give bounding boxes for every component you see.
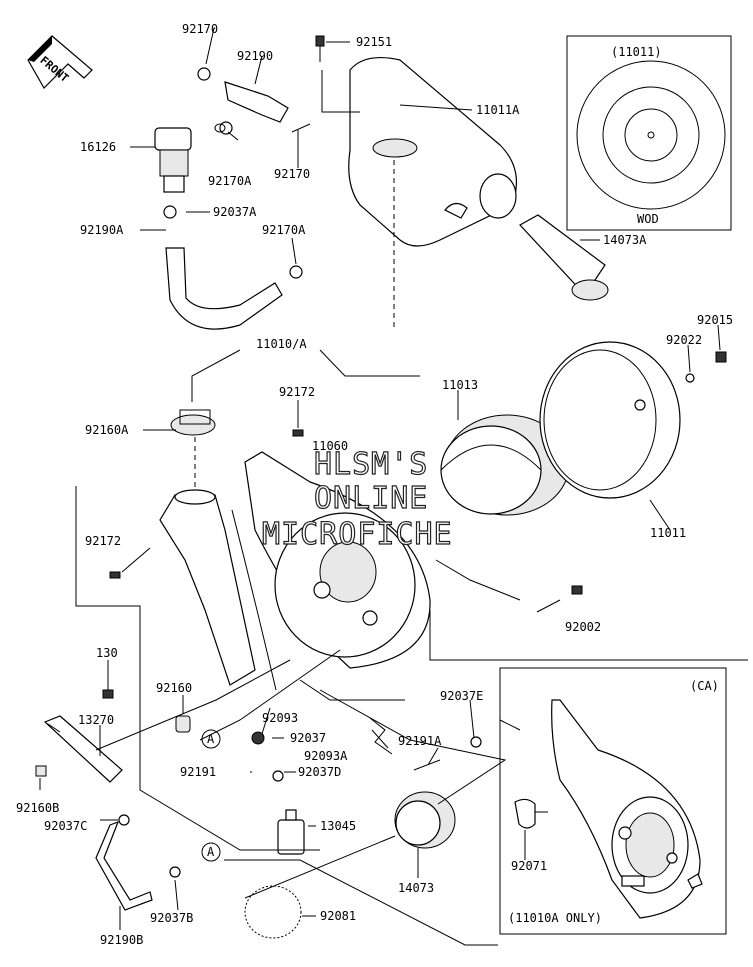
watermark-line-1: HLSM'S	[314, 447, 428, 482]
label-92170: 92170	[182, 22, 218, 36]
label-11011: 11011	[650, 526, 686, 540]
outer-cover	[539, 341, 681, 499]
bottle-13045	[277, 819, 305, 855]
label-92093: 92093	[262, 711, 298, 725]
hose-92190B	[95, 820, 153, 911]
label-92002: 92002	[565, 620, 601, 634]
label-92190A: 92190A	[80, 223, 124, 237]
label-92037: 92037	[290, 731, 326, 745]
label-13270: 13270	[78, 713, 114, 727]
label-92015: 92015	[697, 313, 733, 327]
label-11010A: 11010/A	[256, 337, 307, 351]
label-11011A: 11011A	[476, 103, 520, 117]
hose-92190A	[165, 247, 283, 330]
inset-wod-caption: WOD	[637, 212, 659, 226]
label-92172-b: 92172	[85, 534, 121, 548]
leader-lines	[39, 27, 748, 946]
label-14073A: 14073A	[603, 233, 647, 247]
label-13045: 13045	[320, 819, 356, 833]
o-ring-92081	[244, 885, 302, 939]
label-92037D: 92037D	[298, 765, 341, 779]
sleeve-14073	[394, 791, 456, 849]
label-92037C: 92037C	[44, 819, 87, 833]
label-92172: 92172	[279, 385, 315, 399]
ref-a-1: A	[207, 732, 215, 746]
plug-92160B	[35, 765, 47, 777]
hose-92190	[224, 81, 289, 123]
label-92190B: 92190B	[100, 933, 143, 947]
label-11060: 11060	[312, 439, 348, 453]
label-92170A-b: 92170A	[262, 223, 306, 237]
bolt-icon	[102, 35, 727, 699]
intake-duct	[159, 414, 277, 691]
label-92037A: 92037A	[213, 205, 257, 219]
label-92170A: 92170A	[208, 174, 252, 188]
filter-element	[440, 414, 570, 516]
inset-wod	[566, 35, 732, 231]
label-92160A: 92160A	[85, 423, 129, 437]
inset-ca-caption: (11010A ONLY)	[508, 911, 602, 925]
label-92093A: 92093A	[304, 749, 348, 763]
label-14073: 14073	[398, 881, 434, 895]
air-cleaner-cover	[348, 57, 518, 247]
label-92191A: 92191A	[398, 734, 442, 748]
valve-16126	[154, 127, 192, 193]
label-92071: 92071	[511, 859, 547, 873]
inset-wod-code: (11011)	[611, 45, 662, 59]
watermark-line-3: MICROFICHE	[262, 517, 453, 552]
label-92170-b: 92170	[274, 167, 310, 181]
label-92160B: 92160B	[16, 801, 59, 815]
label-92151: 92151	[356, 35, 392, 49]
label-92022: 92022	[666, 333, 702, 347]
grommet-92160	[175, 715, 191, 733]
label-130: 130	[96, 646, 118, 660]
label-92160: 92160	[156, 681, 192, 695]
watermark-line-2: ONLINE	[314, 481, 428, 516]
label-16126: 16126	[80, 140, 116, 154]
bracket-13270	[43, 715, 123, 783]
base-plate	[244, 451, 431, 669]
label-11013: 11013	[442, 378, 478, 392]
label-92081: 92081	[320, 909, 356, 923]
label-92037E: 92037E	[440, 689, 483, 703]
label-92037B: 92037B	[150, 911, 193, 925]
sleeve-14073A	[519, 214, 609, 301]
ref-a-2: A	[207, 845, 215, 859]
label-92190: 92190	[237, 49, 273, 63]
front-arrow-icon	[27, 35, 93, 89]
inset-ca	[499, 667, 727, 935]
label-92191: 92191	[180, 765, 216, 779]
inset-ca-code: (CA)	[690, 679, 719, 693]
